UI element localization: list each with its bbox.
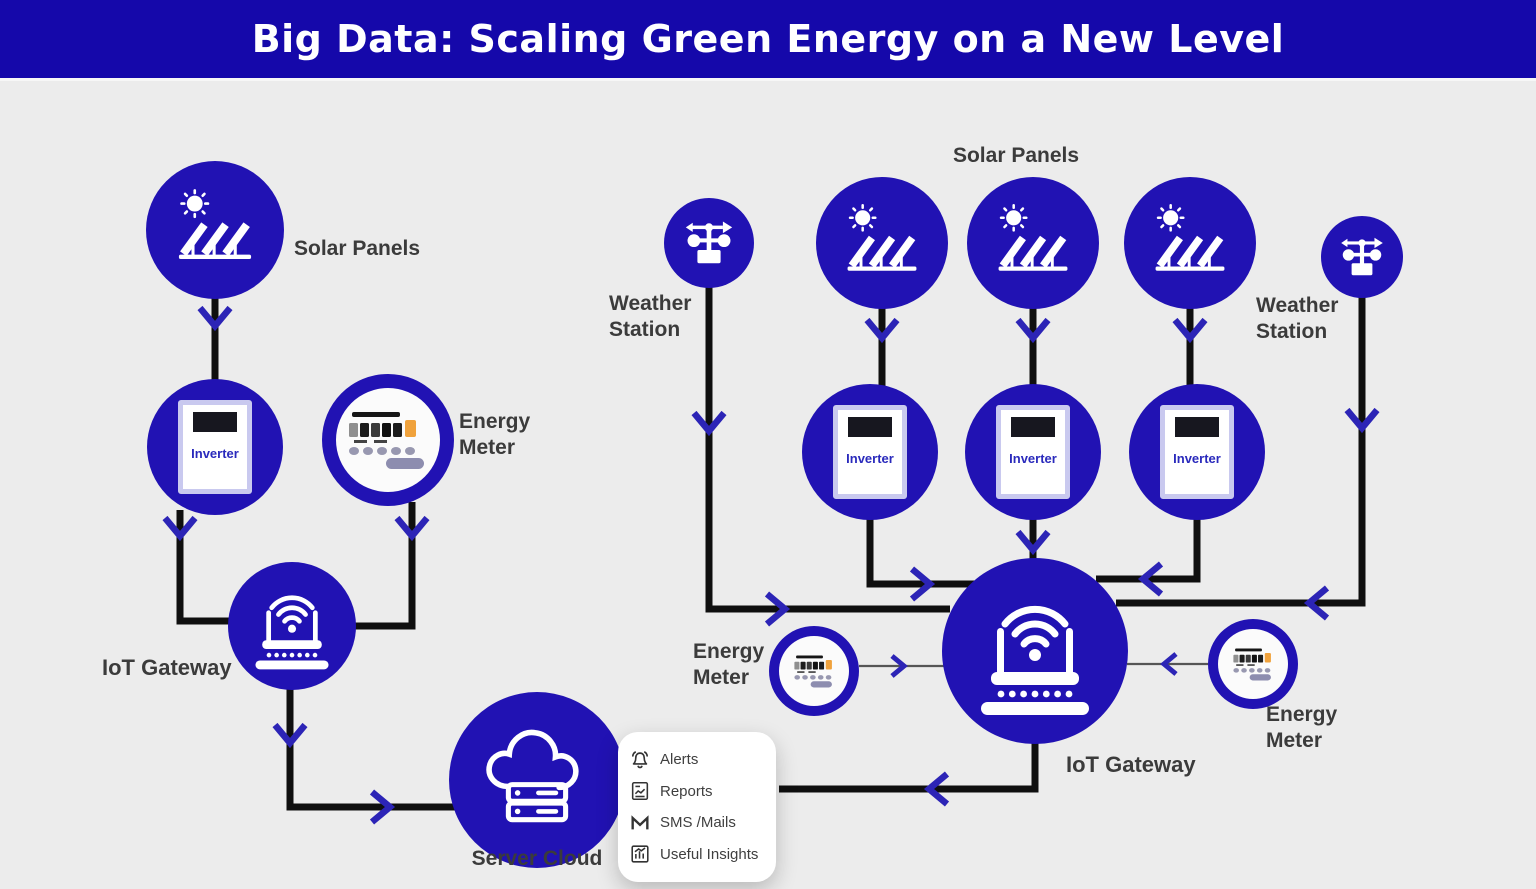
inverter-device-icon: Inverter xyxy=(996,405,1070,499)
energy-meter-left-node xyxy=(322,374,454,506)
energy-meter-right-right-label: Energy Meter xyxy=(1266,703,1338,752)
mail-icon xyxy=(628,811,652,835)
inverter-right-node-3: Inverter xyxy=(1129,384,1265,520)
inverter-left-node: Inverter xyxy=(147,379,283,515)
weather-station-icon xyxy=(685,221,733,264)
cloud-outputs-callout: Alerts Reports SMS /Mails xyxy=(618,732,776,882)
bell-icon xyxy=(628,748,652,772)
solar-panels-right-node-3 xyxy=(1124,177,1256,309)
server-cloud-node xyxy=(449,692,625,868)
iot-gateway-icon xyxy=(981,605,1089,715)
inverter-device-icon: Inverter xyxy=(1160,405,1234,499)
callout-item-useful-insights: Useful Insights xyxy=(628,842,766,866)
inverter-device-label: Inverter xyxy=(1009,451,1057,466)
solar-panels-right-node-1 xyxy=(816,177,948,309)
flow-arrows xyxy=(162,305,1380,825)
report-icon xyxy=(628,779,652,803)
weather-station-icon xyxy=(1341,237,1383,276)
server-cloud-icon xyxy=(486,729,579,823)
energy-meter-right-left-label: Energy Meter xyxy=(693,640,765,689)
iot-gateway-left-label: IoT Gateway xyxy=(102,655,232,680)
insights-icon xyxy=(628,842,652,866)
energy-meter-right-left-node xyxy=(769,626,859,716)
weather-station-right-label: Weather Station xyxy=(1256,294,1339,343)
callout-item-label: Alerts xyxy=(660,751,699,769)
solar-panels-icon xyxy=(1155,203,1225,271)
energy-meter-left-label: Energy Meter xyxy=(459,410,531,459)
energy-meter-right-right-node xyxy=(1208,619,1298,709)
inverter-device-label: Inverter xyxy=(191,446,239,461)
header-bar: Big Data: Scaling Green Energy on a New … xyxy=(0,0,1536,81)
power-lines xyxy=(176,286,1366,811)
inverter-right-node-2: Inverter xyxy=(965,384,1101,520)
callout-item-sms-mails: SMS /Mails xyxy=(628,811,766,835)
solar-panels-left-label: Solar Panels xyxy=(294,237,421,260)
inverter-screen xyxy=(1175,417,1219,437)
solar-panels-icon xyxy=(847,203,917,271)
weather-station-right-node xyxy=(1321,216,1403,298)
callout-item-label: SMS /Mails xyxy=(660,814,736,832)
solar-panels-icon xyxy=(178,189,252,260)
callout-item-alerts: Alerts xyxy=(628,748,766,772)
iot-gateway-right-node xyxy=(942,558,1128,744)
energy-meter-icon xyxy=(779,636,849,706)
callout-item-label: Useful Insights xyxy=(660,845,759,863)
weather-station-left-node xyxy=(664,198,754,288)
server-cloud-label: Server Cloud xyxy=(471,847,603,870)
inverter-screen xyxy=(1011,417,1055,437)
page-title: Big Data: Scaling Green Energy on a New … xyxy=(251,17,1285,61)
solar-panels-icon xyxy=(998,203,1068,271)
iot-gateway-icon xyxy=(255,595,329,670)
energy-meter-icon xyxy=(336,388,440,492)
inverter-device-icon: Inverter xyxy=(833,405,907,499)
iot-gateway-left-node xyxy=(228,562,356,690)
solar-panels-right-label: Solar Panels xyxy=(952,144,1080,167)
inverter-screen xyxy=(848,417,892,437)
iot-gateway-right-label: IoT Gateway xyxy=(1066,752,1196,777)
solar-panels-left-node xyxy=(146,161,284,299)
inverter-device-label: Inverter xyxy=(1173,451,1221,466)
solar-panels-right-node-2 xyxy=(967,177,1099,309)
inverter-screen xyxy=(193,412,237,432)
callout-item-label: Reports xyxy=(660,782,713,800)
energy-meter-icon xyxy=(1218,629,1288,699)
inverter-right-node-1: Inverter xyxy=(802,384,938,520)
inverter-device-icon: Inverter xyxy=(178,400,252,494)
weather-station-left-label: Weather Station xyxy=(609,292,692,341)
callout-item-reports: Reports xyxy=(628,779,766,803)
inverter-device-label: Inverter xyxy=(846,451,894,466)
